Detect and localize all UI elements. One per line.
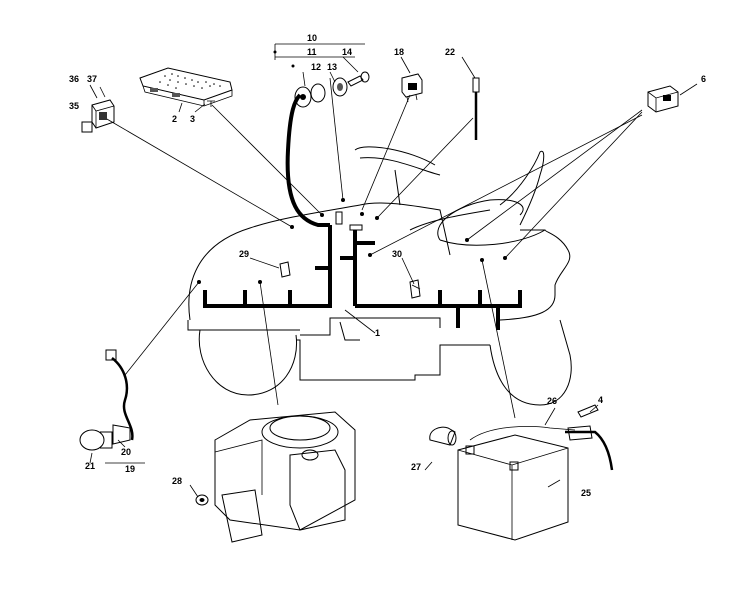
callout-3: 3 [190,114,195,124]
callout-12: 12 [311,62,321,72]
callout-10: 10 [307,33,317,43]
nut-icon [195,494,209,506]
main-wiring-harness [203,93,522,330]
callout-37: 37 [87,74,97,84]
callout-13: 13 [327,62,337,72]
clip-icon [409,279,421,299]
engine-icon [214,411,356,543]
callout-4: 4 [598,395,603,405]
battery-icon [457,434,569,541]
callout-36: 36 [69,74,79,84]
headlight-bulb-icon [79,349,134,451]
callout-20: 20 [121,447,131,457]
callout-29: 29 [239,249,249,259]
callout-19: 19 [125,464,135,474]
callout-11: 11 [307,47,317,57]
leader-lines [89,43,698,498]
relay-icon [81,99,115,133]
callout-1: 1 [375,328,380,338]
connection-dots [197,50,507,284]
sensor-icon [472,77,480,140]
callout-21: 21 [85,461,95,471]
callout-30: 30 [392,249,402,259]
battery-cable-icon [469,425,614,471]
switch-icon [401,73,423,103]
seat-switch-icon [647,85,679,113]
callout-14: 14 [342,47,352,57]
callout-6: 6 [701,74,706,84]
callout-22: 22 [445,47,455,57]
callout-26: 26 [547,396,557,406]
tractor-outline [187,146,572,406]
callout-27: 27 [411,462,421,472]
connector-icon [279,261,291,278]
callout-28: 28 [172,476,182,486]
ignition-switch-icon [294,77,348,108]
callout-35: 35 [69,101,79,111]
ignition-key-icon [347,71,370,87]
fuse-icon [577,404,599,418]
callout-2: 2 [172,114,177,124]
callout-18: 18 [394,47,404,57]
circuit-board-icon [139,67,233,107]
callout-labels: 1 2 3 4 6 10 11 12 13 14 18 19 20 21 22 … [69,33,706,498]
callout-25: 25 [581,488,591,498]
screw-icon [207,100,215,107]
terminal-cover-icon [429,426,457,446]
